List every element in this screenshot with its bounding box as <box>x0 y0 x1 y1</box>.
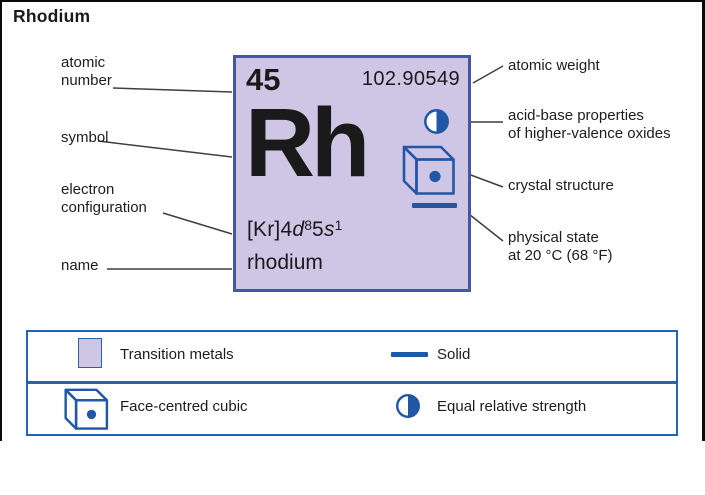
config-base: 5 <box>312 218 324 241</box>
callout-line: atomic weight <box>508 57 600 74</box>
electron-configuration: [Kr]4d85s1 <box>247 217 342 242</box>
element-name: rhodium <box>247 251 323 274</box>
callout-line: crystal structure <box>508 177 614 194</box>
callout-line: configuration <box>61 199 147 216</box>
callout-name: name <box>61 257 99 275</box>
callout-line: number <box>61 72 112 89</box>
element-symbol: Rh <box>245 88 370 197</box>
half-filled-circle-icon <box>396 394 420 418</box>
cube-icon <box>64 388 109 430</box>
legend-box: Transition metals Solid Face-centred cub… <box>26 330 678 436</box>
callout-line: at 20 °C (68 °F) <box>508 247 613 264</box>
connector-line <box>162 212 233 235</box>
callout-line: name <box>61 257 99 274</box>
atomic-weight-value: 102.90549 <box>361 68 460 90</box>
callout-line: of higher-valence oxides <box>508 125 671 142</box>
legend-label-face-centred-cubic: Face-centred cubic <box>120 398 248 415</box>
legend-label-solid: Solid <box>437 346 471 363</box>
callout-line: physical state <box>508 229 599 246</box>
config-orbital: d <box>292 218 305 241</box>
legend-label-equal-relative-strength: Equal relative strength <box>437 398 587 415</box>
callout-crystal-structure: crystal structure <box>508 177 614 195</box>
atomic-number-value: 45 <box>246 62 281 97</box>
config-base: [Kr]4 <box>247 218 293 241</box>
config-superscript: 8 <box>304 217 313 233</box>
config-superscript: 1 <box>334 217 343 233</box>
legend-label-transition-metals: Transition metals <box>120 346 234 363</box>
callout-line: symbol <box>61 129 109 146</box>
element-tile: 45 102.90549 Rh [Kr]4d85s1 rhodium <box>233 55 471 292</box>
callout-acid-base: acid-base properties of higher-valence o… <box>508 107 671 143</box>
horizontal-line-icon <box>391 352 428 357</box>
connector-line <box>97 140 233 158</box>
half-filled-circle-icon <box>424 109 449 134</box>
config-orbital: s <box>323 218 335 241</box>
horizontal-line-icon <box>412 203 457 208</box>
callout-physical-state: physical state at 20 °C (68 °F) <box>508 229 613 265</box>
connector-line <box>472 65 504 84</box>
callout-line: acid-base properties <box>508 107 644 124</box>
callout-atomic-weight: atomic weight <box>508 57 600 75</box>
connector-line <box>112 87 233 93</box>
callout-electron-configuration: electron configuration <box>61 181 147 217</box>
callout-line: atomic <box>61 54 106 71</box>
callout-symbol: symbol <box>61 129 109 147</box>
cube-icon <box>402 145 455 195</box>
callout-atomic-number: atomic number <box>61 54 112 90</box>
lavender-square-icon <box>78 338 102 368</box>
legend-divider <box>28 381 676 384</box>
page-title: Rhodium <box>13 6 91 26</box>
callout-line: electron <box>61 181 115 198</box>
